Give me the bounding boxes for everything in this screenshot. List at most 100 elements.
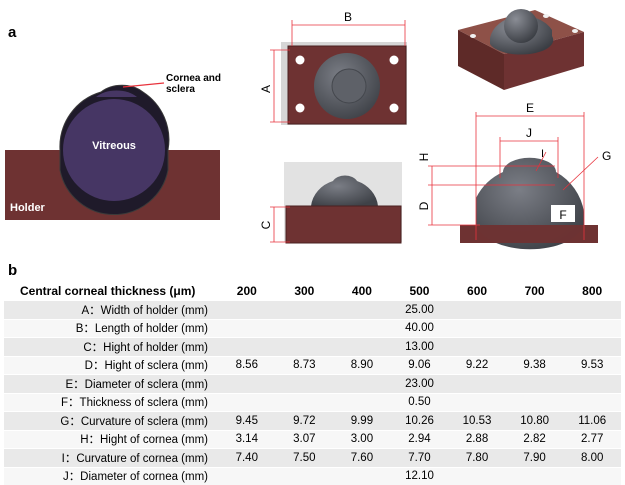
- dim-d-label: D: [417, 201, 431, 210]
- table-row: F：Thickness of sclera (mm)0.50: [4, 392, 621, 412]
- table-cell: 7.90: [505, 448, 564, 467]
- table-cell: 2.82: [505, 429, 564, 449]
- section-view-diagram: E J I G H D F: [417, 101, 611, 250]
- table-cell-empty: [333, 374, 391, 393]
- parameters-table: Central corneal thickness (μm) 200 300 4…: [4, 282, 621, 485]
- table-cell: 10.53: [448, 411, 506, 430]
- holder-label: Holder: [10, 202, 46, 214]
- table-cell-empty: [218, 318, 276, 338]
- table-cell: 2.77: [563, 429, 621, 449]
- table-cell-empty: [448, 374, 506, 393]
- table-cell-empty: [218, 392, 276, 412]
- holder-side-view: [285, 205, 402, 244]
- table-cell-empty: [275, 374, 334, 393]
- sphere-side-view: [311, 175, 378, 206]
- isometric-view-diagram: [458, 9, 584, 90]
- cornea-pointer-line: [122, 82, 165, 88]
- cornea-sclera-label-line1: Cornea and: [166, 73, 221, 84]
- table-cell-empty: [333, 392, 391, 412]
- panel-a-label: a: [8, 24, 17, 41]
- table-cell-empty: [448, 466, 506, 485]
- table-cell: 7.50: [275, 448, 334, 467]
- table-cell: 9.06: [390, 355, 449, 375]
- header-param: Central corneal thickness (μm): [20, 284, 196, 298]
- header-col: 800: [582, 284, 603, 298]
- table-cell: 9.45: [218, 411, 276, 430]
- row-label: H：Hight of cornea (mm): [4, 429, 218, 449]
- table-cell-empty: [448, 300, 506, 319]
- table-cell-empty: [505, 466, 564, 485]
- table-row: A：Width of holder (mm) 25.00: [4, 300, 621, 319]
- dim-j-label: J: [526, 126, 532, 140]
- table-cell: 9.72: [275, 411, 334, 430]
- table-cell: 8.00: [563, 448, 621, 467]
- table-cell: 8.90: [333, 355, 391, 375]
- table-cell: 7.70: [390, 448, 449, 467]
- table-cell: 3.07: [275, 429, 334, 449]
- table-cell-empty: [563, 337, 621, 356]
- table-cell: 40.00: [390, 318, 449, 338]
- table-cell-empty: [275, 466, 334, 485]
- table-cell: 7.60: [333, 448, 391, 467]
- table-cell-empty: [275, 337, 334, 356]
- side-view-diagram: C: [259, 162, 402, 244]
- table-cell: 9.22: [448, 355, 506, 375]
- row-label: F：Thickness of sclera (mm): [4, 392, 218, 412]
- table-cell: 2.88: [448, 429, 506, 449]
- dim-a-label: A: [259, 85, 273, 93]
- vitreous-label: Vitreous: [92, 140, 136, 152]
- table-cell: 9.99: [333, 411, 391, 430]
- row-label: I：Curvature of cornea (mm): [4, 448, 218, 467]
- row-label: G：Curvature of sclera (mm): [4, 411, 218, 430]
- row-label: E：Diameter of sclera (mm): [4, 374, 218, 393]
- table-cell-empty: [563, 392, 621, 412]
- table-cell: 8.73: [275, 355, 334, 375]
- row-label: A：Width of holder (mm): [4, 300, 218, 319]
- table-cell-empty: [333, 300, 391, 319]
- table-cell: 12.10: [390, 466, 449, 485]
- table-cell: 25.00: [390, 300, 449, 319]
- dim-h-label: H: [417, 153, 431, 162]
- table-cell: 10.80: [505, 411, 564, 430]
- cornea-sclera-label: Cornea and sclera: [166, 73, 224, 95]
- table-cell-empty: [333, 466, 391, 485]
- table-cell: 9.38: [505, 355, 564, 375]
- top-view-diagram: B A: [259, 10, 407, 125]
- table-cell: 23.00: [390, 374, 449, 393]
- table-cell-empty: [563, 318, 621, 338]
- table-cell: 13.00: [390, 337, 449, 356]
- table-cell-empty: [448, 318, 506, 338]
- table-cell-empty: [333, 337, 391, 356]
- header-col: 600: [467, 284, 488, 298]
- cornea-sclera-label-line2: sclera: [166, 84, 195, 95]
- dim-i-label: I: [541, 148, 544, 160]
- table-cell-empty: [563, 466, 621, 485]
- table-cell: 8.56: [218, 355, 276, 375]
- figure-panel-a: Cornea and sclera Vitreous Holder B A: [5, 9, 611, 250]
- table-row: E：Diameter of sclera (mm) 23.00: [4, 374, 621, 393]
- dim-e-label: E: [526, 101, 534, 115]
- table-cell-empty: [218, 300, 276, 319]
- row-label: B：Length of holder (mm): [4, 318, 218, 338]
- header-col: 300: [294, 284, 315, 298]
- table-cell-empty: [505, 374, 564, 393]
- table-cell: 2.94: [390, 429, 449, 449]
- table-row: B：Length of holder (mm) 40.00: [4, 318, 621, 338]
- table-cell-empty: [218, 374, 276, 393]
- table-cell-empty: [505, 392, 564, 412]
- table-cell: 3.14: [218, 429, 276, 449]
- table-cell: 9.53: [563, 355, 621, 375]
- table-cell-empty: [563, 374, 621, 393]
- table-cell-empty: [505, 318, 564, 338]
- row-label: J：Diameter of cornea (mm): [4, 466, 218, 485]
- table-cell-empty: [505, 337, 564, 356]
- row-label: C：Hight of holder (mm): [4, 337, 218, 356]
- table-cell-empty: [333, 318, 391, 338]
- table-cell: 7.80: [448, 448, 506, 467]
- table-row: C：Hight of holder (mm) 13.00: [4, 337, 621, 356]
- row-label: D：Hight of sclera (mm): [4, 355, 218, 375]
